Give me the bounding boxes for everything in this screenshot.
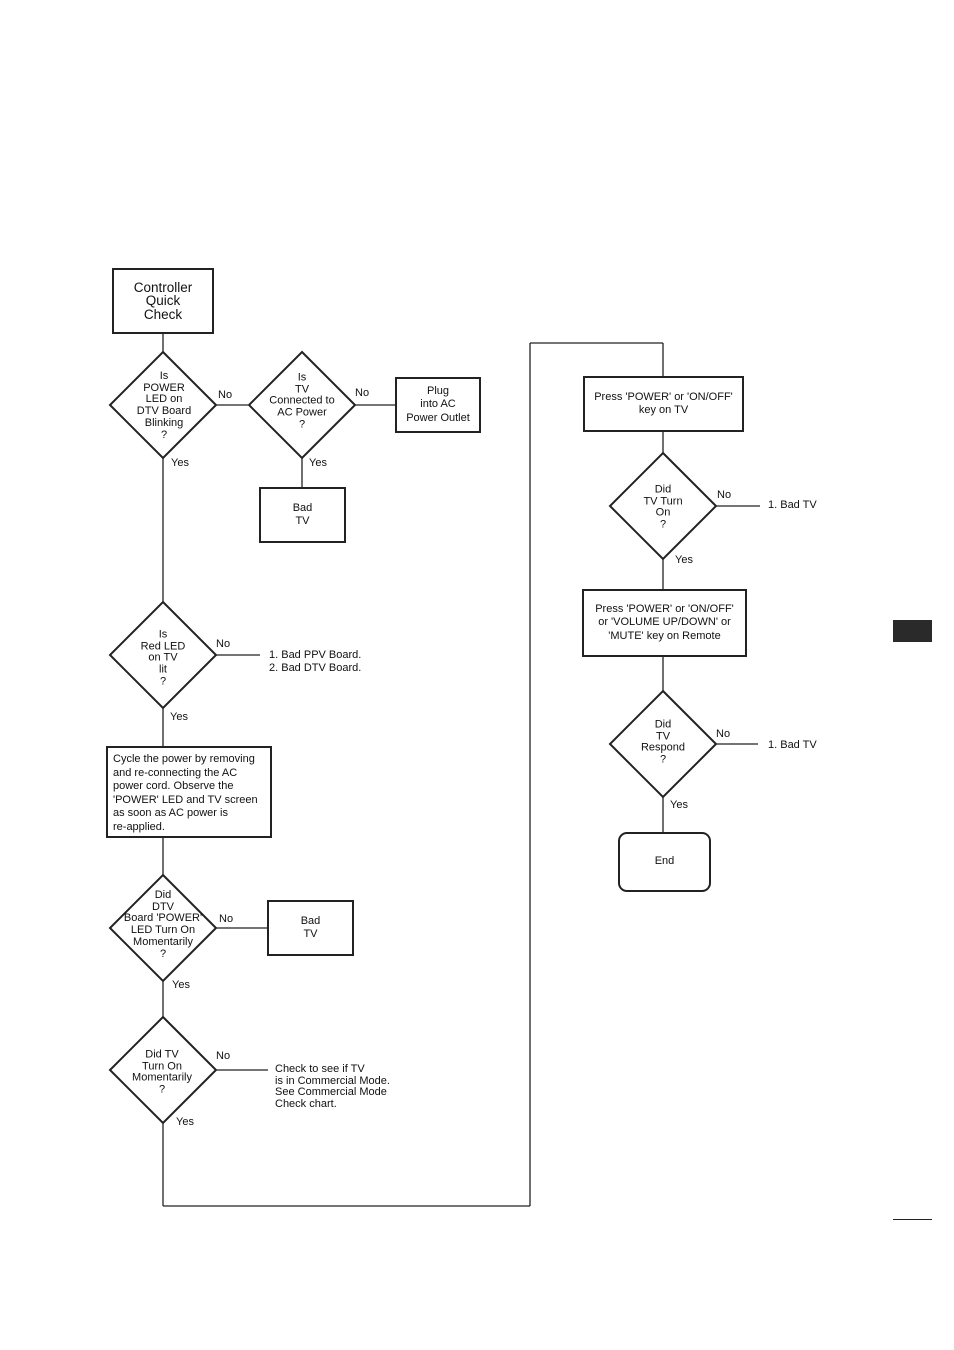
branch-yes-label: Yes xyxy=(670,799,688,811)
plug-into-ac-box: Plug into AC Power Outlet xyxy=(395,377,481,433)
branch-yes-label: Yes xyxy=(172,979,190,991)
decision-diamond xyxy=(608,689,718,799)
branch-yes-label: Yes xyxy=(170,711,188,723)
branch-no-label: No xyxy=(716,728,731,740)
decision-diamond xyxy=(608,451,718,561)
branch-no-label: No xyxy=(219,913,234,925)
decision-tv-turn-on-momentarily: Did TV Turn On Momentarily ? xyxy=(132,1048,192,1096)
decision-diamond xyxy=(108,1015,218,1125)
outcome-bad-ppv-dtv: 1. Bad PPV Board. 2. Bad DTV Board. xyxy=(269,649,362,674)
bad-tv-box: Bad TV xyxy=(259,487,346,543)
branch-no-label: No xyxy=(218,389,233,401)
decision-tv-connected-ac: Is TV Connected to AC Power ? xyxy=(269,371,335,431)
branch-no-label: No xyxy=(216,1050,231,1062)
branch-yes-label: Yes xyxy=(675,554,693,566)
press-power-remote-box: Press 'POWER' or 'ON/OFF' or 'VOLUME UP/… xyxy=(582,589,747,657)
page-footer-rule xyxy=(893,1219,932,1220)
outcome-commercial-mode: Check to see if TV is in Commercial Mode… xyxy=(275,1063,390,1111)
controller-quick-check-box: Controller Quick Check xyxy=(112,268,214,334)
branch-no-label: No xyxy=(216,638,231,650)
outcome-bad-tv: 1. Bad TV xyxy=(768,499,817,511)
decision-power-led-blinking: Is POWER LED on DTV Board Blinking ? xyxy=(136,369,192,441)
branch-yes-label: Yes xyxy=(309,457,327,469)
decision-red-led-lit: Is Red LED on TV lit ? xyxy=(140,628,186,688)
outcome-bad-tv: 1. Bad TV xyxy=(768,739,817,751)
decision-diamond xyxy=(108,600,218,710)
branch-yes-label: Yes xyxy=(171,457,189,469)
decision-did-tv-respond: Did TV Respond ? xyxy=(640,718,686,766)
decision-did-tv-turn-on: Did TV Turn On ? xyxy=(643,483,683,531)
branch-no-label: No xyxy=(355,387,370,399)
decision-diamond xyxy=(108,350,218,460)
press-power-tv-box: Press 'POWER' or 'ON/OFF' key on TV xyxy=(583,376,744,432)
decision-diamond xyxy=(247,350,357,460)
cycle-power-box: Cycle the power by removing and re-conne… xyxy=(106,746,272,838)
decision-dtv-power-led-on: Did DTV Board 'POWER' LED Turn On Moment… xyxy=(123,888,203,960)
branch-no-label: No xyxy=(717,489,732,501)
bad-tv-box: Bad TV xyxy=(267,900,354,956)
decision-diamond xyxy=(108,873,218,983)
section-tab-marker xyxy=(893,620,932,642)
end-terminal: End xyxy=(618,832,711,892)
branch-yes-label: Yes xyxy=(176,1116,194,1128)
